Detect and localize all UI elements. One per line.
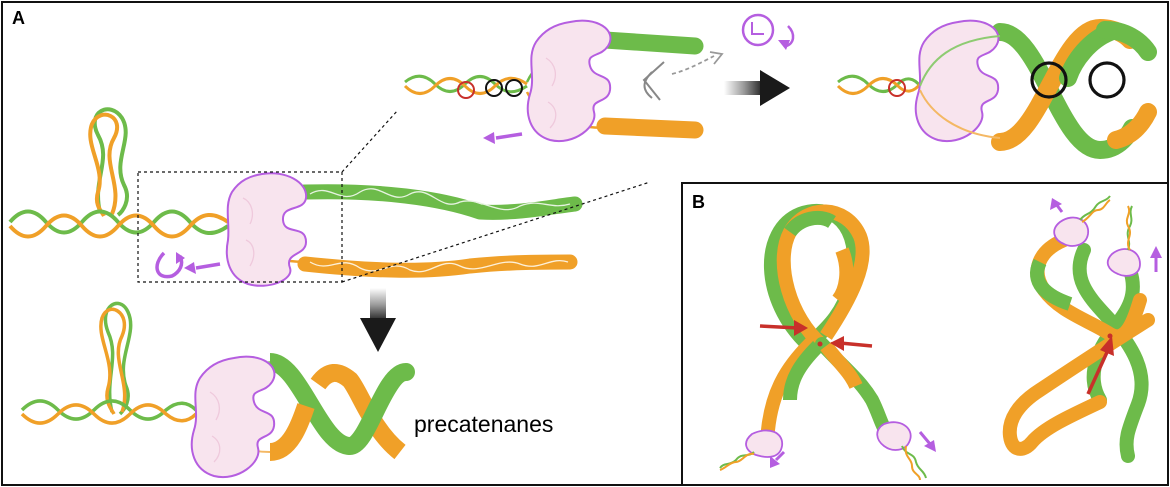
- panel-b-loop: [719, 204, 936, 481]
- duplex-orange: [8, 213, 230, 239]
- polymerase-bottom: [190, 355, 276, 479]
- zoom-box: [137, 171, 343, 283]
- red-arrow-icon-2: [1086, 336, 1114, 395]
- duplex-green: [8, 209, 230, 235]
- panel-b-plectoneme: [1002, 195, 1162, 463]
- bottom-precatenane: [20, 301, 415, 479]
- hairpin-orange: [88, 112, 119, 218]
- right-arrow-icon: [724, 70, 790, 106]
- main-replication-fork: [8, 107, 651, 287]
- daughter-green: [297, 184, 583, 220]
- polymerase-zoomed: [526, 19, 612, 143]
- panel-a-letter: A: [12, 8, 25, 28]
- crossing-black-circle-2: [505, 79, 523, 97]
- zoomed-replisome: [403, 13, 795, 144]
- rotation-arrow-icon: [155, 251, 184, 279]
- direction-arrow-icon: [195, 262, 221, 270]
- crossing-red-circle: [457, 81, 475, 99]
- panel-b-letter: B: [692, 192, 705, 212]
- hairpin-green: [92, 107, 129, 217]
- result-black-circle-1: [1030, 61, 1068, 99]
- precatenane-zoomed-result: [836, 18, 1157, 160]
- polymerase-b1: [745, 429, 783, 458]
- zoomed-direction-arrow-icon: [495, 132, 523, 140]
- result-black-circle-2: [1088, 61, 1126, 99]
- polymerase-b4: [1106, 248, 1141, 277]
- crossing-black-circle-1: [485, 79, 503, 97]
- red-arrow-icon: [759, 320, 873, 351]
- clock-rotation-icon: [741, 13, 795, 50]
- result-red-circle: [888, 79, 906, 97]
- down-arrow-icon: [360, 288, 396, 352]
- precatenanes-label: precatenanes: [414, 411, 553, 437]
- polymerase-main: [225, 172, 308, 287]
- polymerase-b2: [876, 421, 912, 451]
- eye-icon: [642, 61, 665, 101]
